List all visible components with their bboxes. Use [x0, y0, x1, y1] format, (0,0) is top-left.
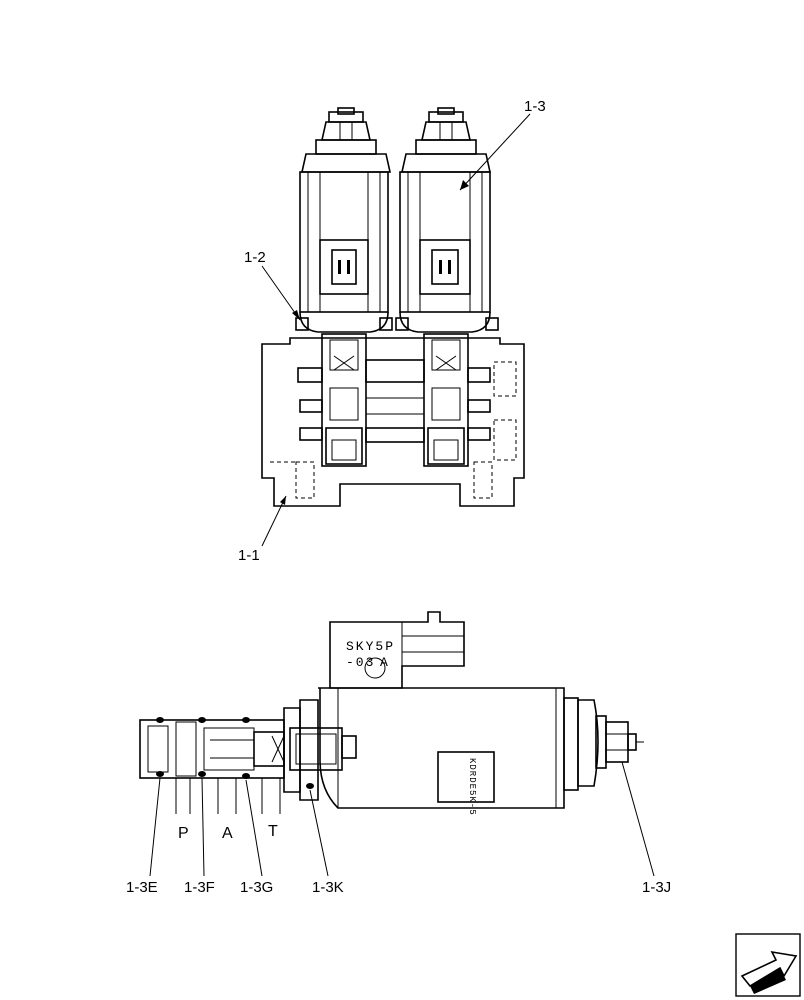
port-label-a: A: [222, 825, 233, 842]
valve-body: [261, 333, 525, 507]
solenoid-left: [295, 107, 393, 333]
port-label-t: T: [268, 823, 278, 840]
callout-1-3j: 1-3J: [642, 879, 671, 896]
callout-1-1: 1-1: [238, 547, 260, 564]
coil-marking-line2: -03: [346, 655, 375, 670]
callout-1-3g: 1-3G: [240, 879, 273, 896]
callout-1-3: 1-3: [524, 98, 546, 115]
port-label-p: P: [178, 825, 189, 842]
callout-1-2: 1-2: [244, 249, 266, 266]
next-page-arrow-icon[interactable]: [735, 933, 801, 997]
solenoid-cartridge-detail: [139, 611, 655, 877]
coil-marking-line1: SKY5P: [346, 639, 395, 654]
solenoid-right: [395, 107, 499, 333]
nameplate-marking: KDRDE5K-5: [467, 758, 477, 816]
callout-1-3e: 1-3E: [126, 879, 158, 896]
coil-marking-line2b: A: [380, 655, 390, 670]
callout-1-3f: 1-3F: [184, 879, 215, 896]
valve-assembly-top-view: [261, 107, 531, 547]
callout-1-3k: 1-3K: [312, 879, 344, 896]
